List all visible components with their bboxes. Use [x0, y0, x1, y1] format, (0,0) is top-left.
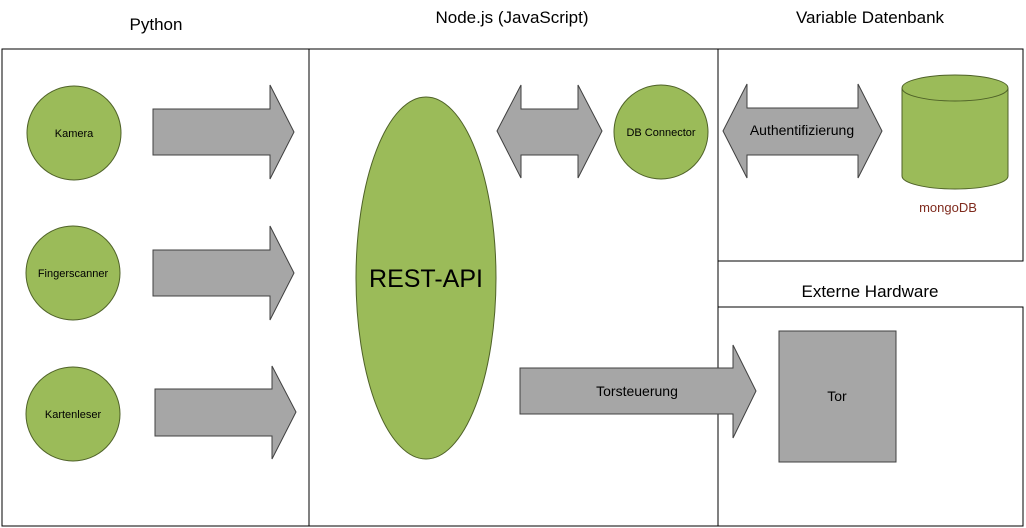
rest-api-node	[355, 96, 497, 460]
kamera-label: Kamera	[55, 128, 94, 140]
authentifizierung-label: Authentifizierung	[750, 122, 854, 138]
torsteuerung-label: Torsteuerung	[596, 383, 678, 399]
section-title-hardware: Externe Hardware	[801, 282, 939, 301]
tor-box	[778, 330, 897, 463]
section-title-database: Variable Datenbank	[795, 8, 945, 27]
hardware-section-box	[717, 306, 1024, 527]
kartenleser-label: Kartenleser	[45, 409, 102, 421]
rest-db-arrow	[496, 84, 603, 179]
fingerscanner-label: Fingerscanner	[38, 268, 109, 280]
fingerscanner-node	[25, 225, 121, 321]
authentifizierung-arrow	[722, 83, 883, 179]
db-connector-label: DB Connector	[626, 127, 695, 139]
fingerscanner-arrow	[152, 225, 295, 321]
kartenleser-node	[25, 366, 121, 462]
torsteuerung-arrow	[519, 344, 757, 439]
node-section-box	[308, 48, 719, 527]
kamera-node	[26, 85, 122, 181]
kamera-arrow	[152, 84, 295, 180]
db-connector-node	[613, 84, 709, 180]
section-title-python: Python	[129, 15, 183, 34]
mongodb-cylinder-top	[901, 74, 1009, 102]
mongodb-label: mongoDB	[919, 200, 977, 215]
kartenleser-arrow	[154, 365, 297, 460]
mongodb-cylinder	[901, 88, 1009, 190]
database-section-box	[717, 48, 1024, 262]
section-title-node: Node.js (JavaScript)	[435, 8, 589, 27]
tor-label: Tor	[827, 388, 847, 404]
rest-api-label: REST-API	[369, 265, 483, 293]
